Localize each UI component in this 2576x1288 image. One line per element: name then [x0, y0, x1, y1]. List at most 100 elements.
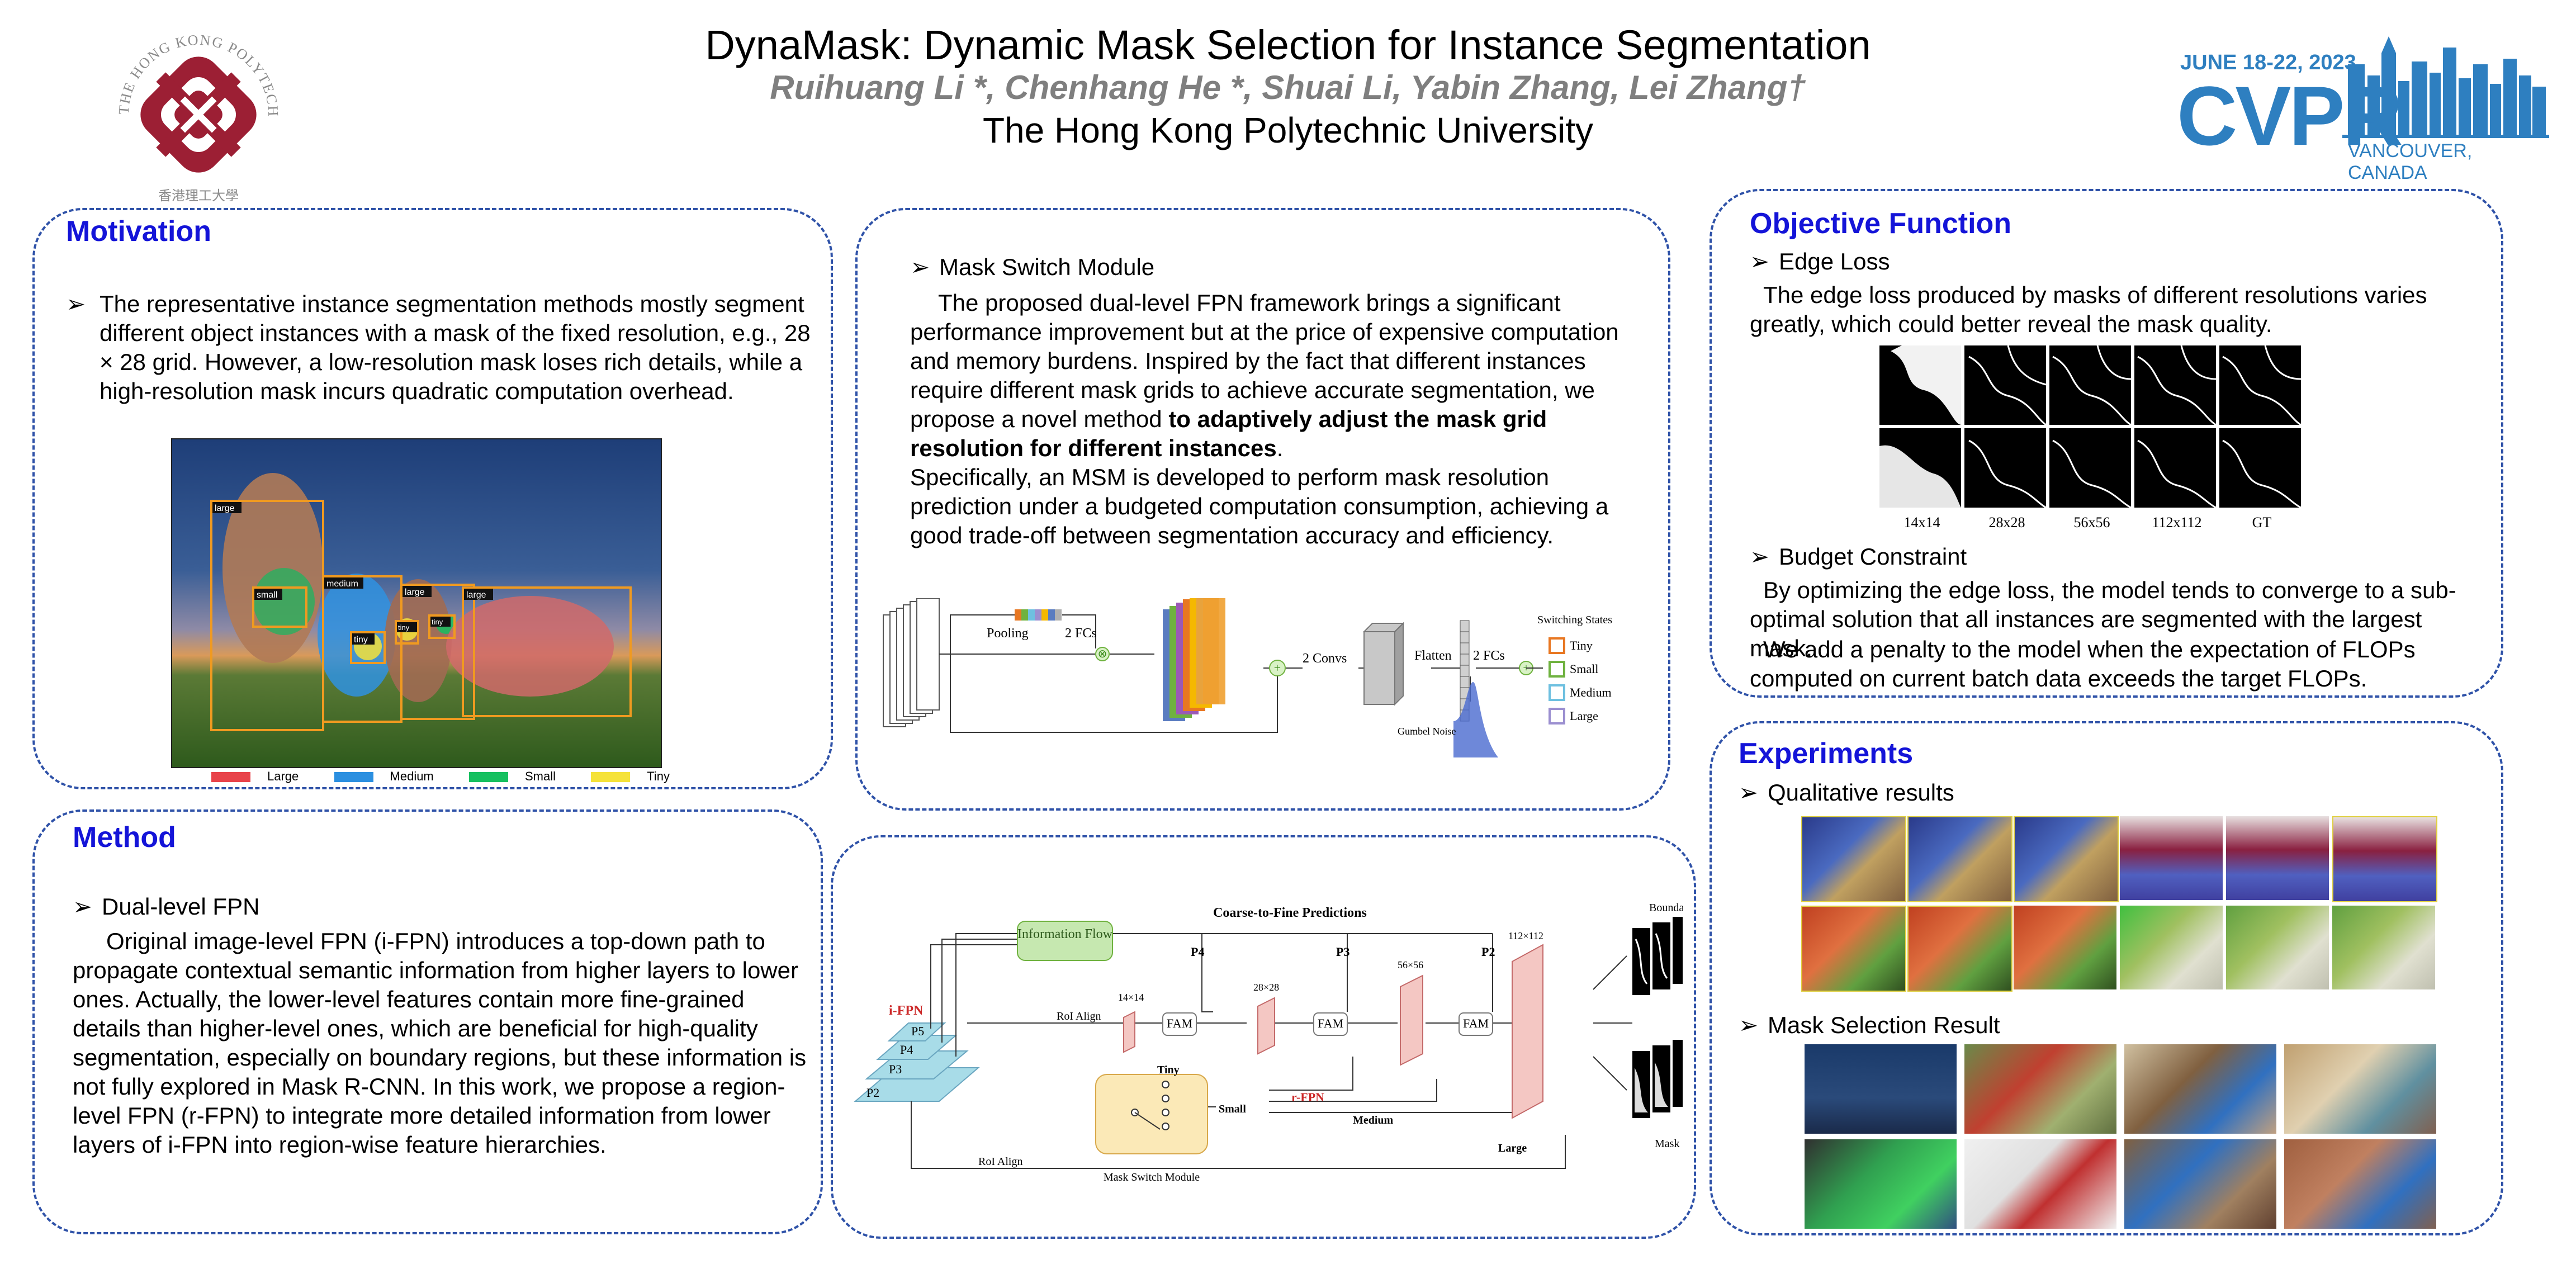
box-label: tiny — [354, 635, 368, 645]
motivation-legend: Large Medium Small Tiny — [211, 769, 670, 784]
box-label: large — [466, 590, 486, 600]
msm-label: Mask Switch Module — [1104, 1171, 1200, 1183]
cvpr-dates: JUNE 18-22, 2023 — [2180, 51, 2356, 74]
architecture-diagram: Information Flow Coarse-to-Fine Predicti… — [844, 889, 1693, 1202]
qualitative-heading: ➢Qualitative results — [1739, 778, 1954, 807]
tap-label: P3 — [1336, 945, 1349, 959]
result-image — [2014, 816, 2119, 902]
experiments-title: Experiments — [1739, 737, 1914, 770]
box-label: tiny — [398, 623, 410, 632]
msm-diagram: ⊗ + + Pooling 2 FCs — [872, 593, 1655, 760]
result-image — [1907, 816, 2012, 902]
mask-switch-heading: ➢Mask Switch Module — [910, 253, 1154, 282]
motivation-photo: large medium large large small tiny tiny… — [171, 438, 662, 768]
legend-item-medium: Medium — [334, 769, 434, 784]
bullet-arrow-icon: ➢ — [910, 254, 930, 280]
result-image — [2120, 906, 2223, 989]
dual-fpn-heading: ➢Dual-level FPN — [73, 892, 259, 921]
msm-pooling-label: Pooling — [987, 626, 1029, 641]
mask-label: 56x56 — [2073, 514, 2110, 531]
edge-loss-text: The edge loss produced by masks of diffe… — [1750, 282, 2427, 337]
mask-selection-heading: ➢Mask Selection Result — [1739, 1011, 2000, 1040]
method-title: Method — [73, 821, 176, 854]
msm-state-tiny: Tiny — [1570, 638, 1593, 652]
fpn-level-label: P2 — [866, 1086, 879, 1100]
motivation-panel — [32, 208, 833, 789]
roi-align-label-2: RoI Align — [978, 1156, 1022, 1168]
poster-title: DynaMask: Dynamic Mask Selection for Ins… — [705, 22, 1871, 68]
experiments-panel — [1710, 721, 2503, 1235]
size-label: 112×112 — [1508, 930, 1543, 941]
tap-label: P2 — [1481, 945, 1495, 959]
fam-label: FAM — [1167, 1016, 1192, 1030]
mask-switch-para2: Specifically, an MSM is developed to per… — [910, 464, 1609, 548]
selection-image — [1805, 1139, 1957, 1229]
poster-authors: Ruihuang Li *, Chenhang He *, Shuai Li, … — [770, 69, 1806, 106]
svg-text:+: + — [1274, 661, 1281, 675]
mask-labels: 14x14 28x28 56x56 112x112 GT — [1879, 514, 2304, 531]
msm-state-small: Small — [1570, 662, 1598, 676]
result-image — [2014, 906, 2116, 989]
cvpr-location: VANCOUVER, CANADA — [2348, 140, 2473, 183]
result-image — [2332, 906, 2435, 989]
selection-image — [2124, 1044, 2276, 1134]
selection-image — [2284, 1044, 2436, 1134]
r-fpn-label: r-FPN — [1291, 1090, 1324, 1104]
msm-state-large: Large — [1570, 709, 1598, 723]
budget-text-2: We add a penalty to the model when the e… — [1750, 636, 2416, 692]
size-label: 56×56 — [1398, 959, 1423, 970]
method-text: Original image-level FPN (i-FPN) introdu… — [73, 928, 807, 1158]
fpn-level-label: P4 — [900, 1043, 913, 1057]
msm-flatten-label: Flatten — [1414, 648, 1452, 663]
box-label: small — [257, 590, 277, 600]
legend-item-tiny: Tiny — [591, 769, 670, 784]
tap-label: P4 — [1191, 945, 1204, 959]
scale-label: Large — [1498, 1142, 1527, 1154]
info-flow-label: Information Flow — [1017, 927, 1113, 941]
result-image — [2226, 906, 2329, 989]
motivation-text: The representative instance segmentation… — [100, 291, 811, 404]
result-image — [2120, 816, 2223, 900]
selection-image — [1964, 1139, 2116, 1229]
bullet-arrow-icon: ➢ — [1739, 779, 1759, 806]
result-image — [2226, 816, 2329, 900]
box-label: medium — [326, 579, 358, 589]
poster-affiliation: The Hong Kong Polytechnic University — [982, 110, 1594, 150]
msm-switching-states-label: Switching States — [1537, 614, 1612, 626]
mask-switch-panel — [855, 208, 1670, 811]
result-image — [1907, 906, 2012, 992]
msm-2fcs-b-label: 2 FCs — [1473, 648, 1505, 663]
result-image — [1801, 906, 1906, 992]
selection-image — [2124, 1139, 2276, 1229]
mask-label-out: Mask — [1655, 1138, 1679, 1150]
bullet-arrow-icon: ➢ — [1750, 248, 1770, 274]
objective-panel — [1710, 189, 2503, 698]
edge-loss-heading: ➢Edge Loss — [1750, 247, 1890, 276]
legend-item-large: Large — [211, 769, 299, 784]
scale-label: Tiny — [1157, 1064, 1180, 1076]
box-label: large — [215, 504, 235, 513]
msm-2convs-label: 2 Convs — [1303, 651, 1347, 666]
result-image — [2332, 816, 2437, 902]
i-fpn-label: i-FPN — [889, 1003, 924, 1018]
cvpr-name: CVPR — [2177, 69, 2403, 163]
bullet-arrow-icon: ➢ — [66, 291, 86, 317]
box-label: large — [405, 588, 425, 597]
mask-switch-para1: The proposed dual-level FPN framework br… — [910, 290, 1619, 461]
size-label: 14×14 — [1118, 992, 1144, 1003]
bullet-arrow-icon: ➢ — [1739, 1012, 1759, 1038]
mask-label: 28x28 — [1988, 514, 2025, 531]
fam-label: FAM — [1318, 1016, 1343, 1030]
selection-image — [2284, 1139, 2436, 1229]
mask-label: 14x14 — [1903, 514, 1940, 531]
box-label: tiny — [432, 618, 443, 626]
svg-text:⊗: ⊗ — [1098, 648, 1107, 660]
fpn-level-label: P5 — [911, 1024, 924, 1038]
scale-label: Small — [1219, 1103, 1246, 1115]
legend-item-small: Small — [469, 769, 556, 784]
bullet-arrow-icon: ➢ — [1750, 543, 1770, 570]
msm-gumbel-label: Gumbel Noise — [1398, 726, 1456, 737]
architecture-panel — [831, 835, 1696, 1239]
mask-label: GT — [2252, 514, 2272, 531]
mask-selection-grid — [1805, 1044, 2438, 1229]
